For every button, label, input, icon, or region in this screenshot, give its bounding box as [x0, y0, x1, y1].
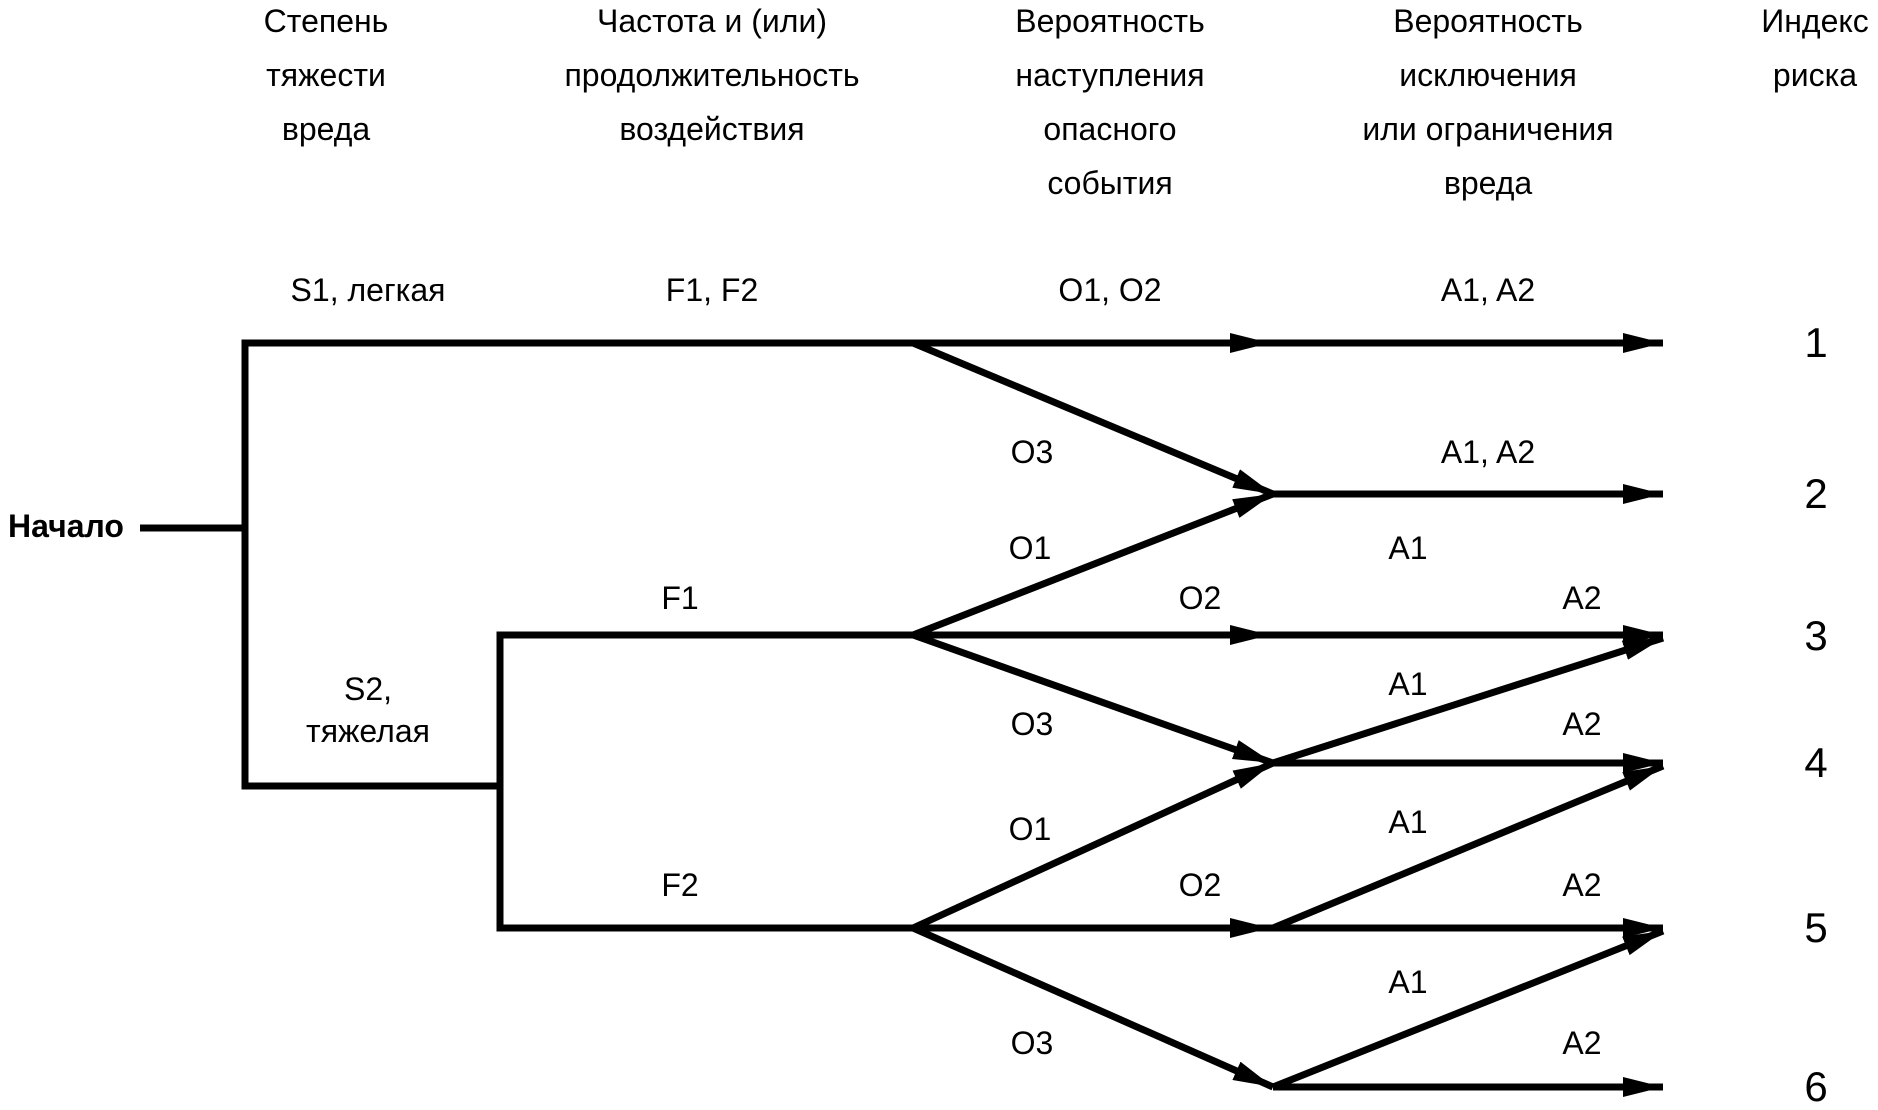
row4-a1-arrow: [1271, 634, 1665, 767]
header-line: вреда: [1443, 165, 1533, 201]
header-line: Вероятность: [1015, 3, 1205, 39]
risk-index-5: 5: [1804, 904, 1828, 951]
row2-a1a2-label: A1, A2: [1440, 434, 1536, 470]
f1-o2-label: O2: [1178, 580, 1222, 616]
r5-a2-label: A2: [1562, 867, 1602, 903]
row5-a1-arrow: [1271, 762, 1665, 932]
f1-o1-arrow: [911, 490, 1275, 639]
header-line: события: [1047, 165, 1173, 201]
header-frequency: Частота и (или) продолжительность воздей…: [564, 0, 859, 156]
risk-index-6: 6: [1804, 1063, 1828, 1110]
header-line: исключения: [1399, 57, 1577, 93]
f2-o2-label: O2: [1178, 867, 1222, 903]
header-avoidance: Вероятность исключения или ограничения в…: [1362, 0, 1613, 210]
header-line: тяжести: [266, 57, 386, 93]
header-line: или ограничения: [1362, 111, 1614, 147]
f1-o1-label: O1: [1008, 530, 1052, 566]
s2-label: S2, тяжелая: [306, 668, 430, 752]
header-line: воздействия: [619, 111, 805, 147]
header-line: Индекс: [1761, 3, 1869, 39]
s1-label: S1, легкая: [290, 272, 446, 308]
header-line: наступления: [1015, 57, 1205, 93]
o1o2-label: O1, O2: [1058, 272, 1162, 308]
f2-o3-arrow: [911, 924, 1275, 1091]
header-severity: Степень тяжести вреда: [264, 0, 389, 156]
start-label: Начало: [8, 508, 124, 544]
row6-a1-arrow: [1271, 927, 1665, 1091]
r3-a2-label: A2: [1562, 580, 1602, 616]
f1-o3-arrow: [911, 631, 1275, 767]
header-line: опасного: [1043, 111, 1177, 147]
s2-line: тяжелая: [306, 713, 430, 749]
r5-a1-label: A1: [1388, 804, 1428, 840]
s1-o3-arrow: [911, 339, 1275, 498]
header-occurrence: Вероятность наступления опасного события: [1015, 0, 1205, 210]
row1-a1a2-label: A1, A2: [1440, 272, 1536, 308]
f1-o3-label: O3: [1010, 706, 1054, 742]
header-line: Степень: [263, 3, 389, 39]
frequency-branch: [496, 631, 913, 932]
f2-o1-arrow: [911, 759, 1275, 932]
r4-a1-label: A1: [1388, 666, 1428, 702]
f1f2-label: F1, F2: [665, 272, 759, 308]
r6-a1-label: A1: [1388, 964, 1428, 1000]
severity-branch: [241, 339, 1290, 790]
header-risk-index: Индекс риска: [1761, 0, 1869, 102]
r2-a1-label: A1: [1388, 530, 1428, 566]
r6-a2-label: A2: [1562, 1025, 1602, 1061]
r4-a2-label: A2: [1562, 706, 1602, 742]
f2-label: F2: [661, 867, 699, 903]
risk-index-4: 4: [1804, 739, 1828, 786]
s1-o3-label: O3: [1010, 434, 1054, 470]
f2-o1-label: O1: [1008, 811, 1052, 847]
s2-line: S2,: [343, 671, 393, 707]
header-line: риска: [1772, 57, 1858, 93]
header-line: продолжительность: [564, 57, 860, 93]
header-line: Вероятность: [1393, 3, 1583, 39]
risk-index-2: 2: [1804, 470, 1828, 517]
risk-index-3: 3: [1804, 612, 1828, 659]
header-line: вреда: [281, 111, 371, 147]
header-line: Частота и (или): [596, 3, 827, 39]
f2-o3-label: O3: [1010, 1025, 1054, 1061]
risk-index-1: 1: [1804, 319, 1828, 366]
f1-label: F1: [661, 580, 699, 616]
